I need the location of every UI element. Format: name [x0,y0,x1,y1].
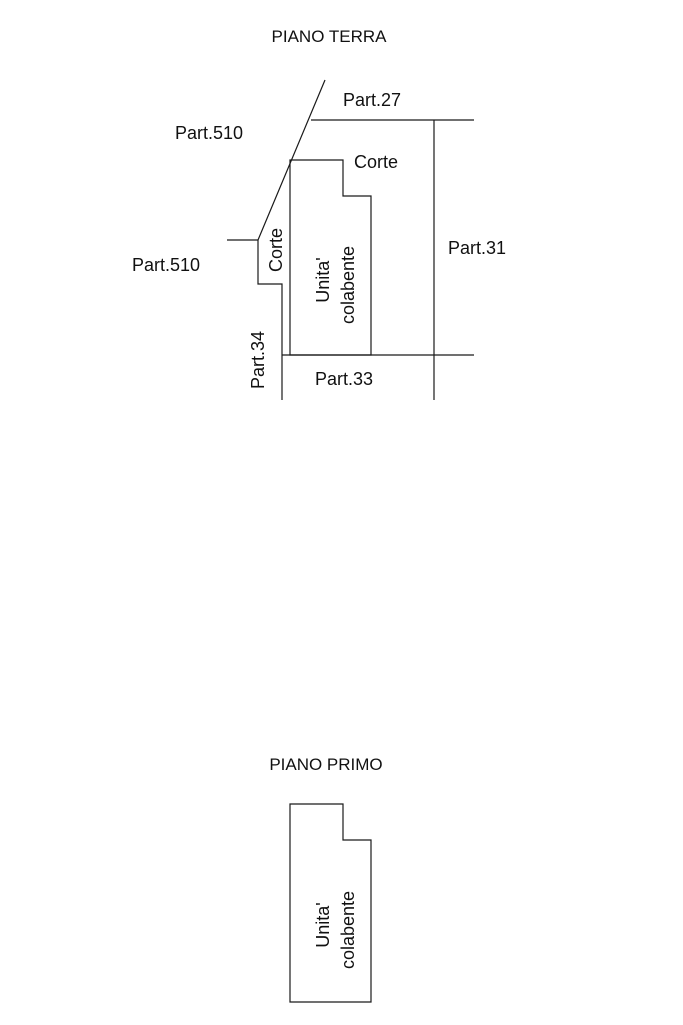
ground-unit-label-line1: Unita' [313,257,333,302]
corte-top-label: Corte [354,152,398,172]
corte-left-boundary [257,240,283,400]
ground-floor-plan: PIANO TERRA Part.27 Part.510 Corte Part.… [132,27,506,400]
first-unit-label-line2: colabente [338,891,358,969]
ground-floor-title: PIANO TERRA [272,27,388,46]
first-unit-label-line1: Unita' [313,902,333,947]
ground-unit-label-line2: colabente [338,246,358,324]
first-floor-title: PIANO PRIMO [269,755,382,774]
corte-left-label: Corte [266,228,286,272]
part-31-label: Part.31 [448,238,506,258]
part-34-label: Part.34 [248,331,268,389]
part-510-upper-label: Part.510 [175,123,243,143]
ground-floor-building-outline [289,159,372,356]
part-33-label: Part.33 [315,369,373,389]
first-floor-building-outline [289,803,372,1003]
part-27-label: Part.27 [343,90,401,110]
first-floor-plan: PIANO PRIMO Unita' colabente [269,755,383,1003]
part-510-lower-label: Part.510 [132,255,200,275]
